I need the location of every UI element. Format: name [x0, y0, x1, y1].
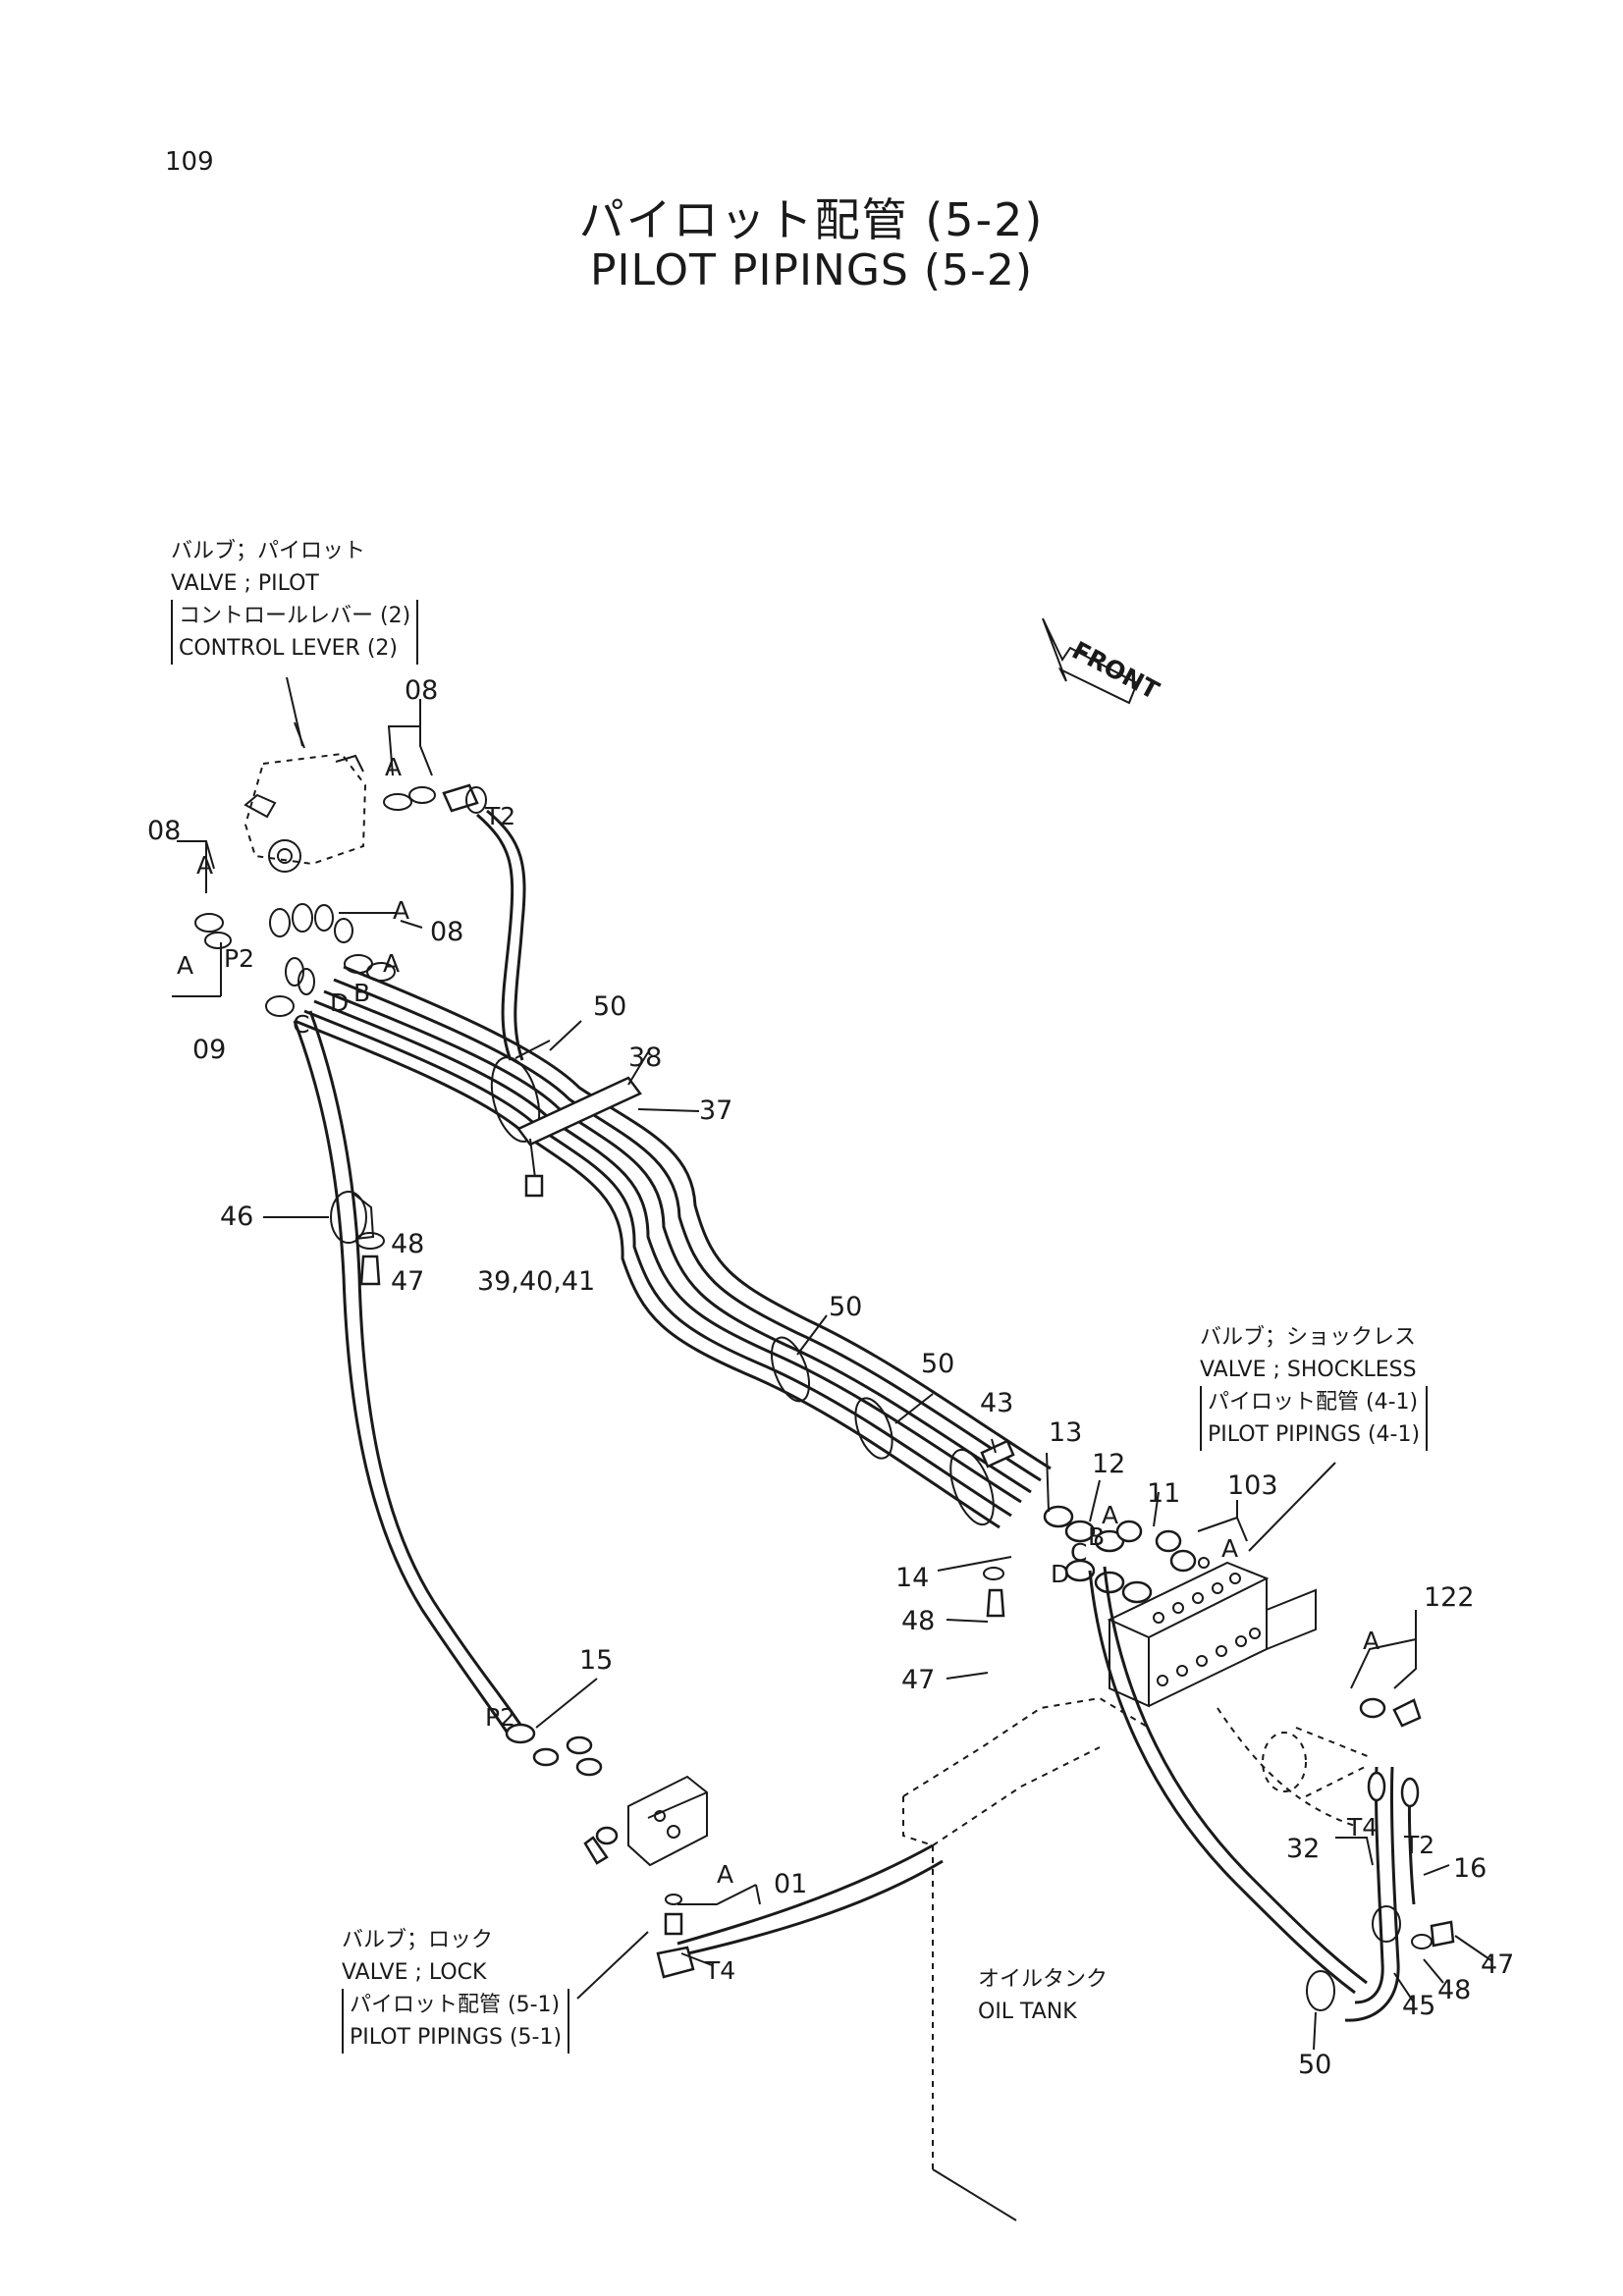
port-a-valve: A [1102, 1501, 1118, 1529]
port-p2-lock: P2 [485, 1703, 515, 1732]
callout-lock-valve-jp: バルブ；ロック [342, 1928, 494, 1952]
part-50-d: 50 [1298, 2050, 1331, 2080]
lock-valve [505, 1723, 944, 1979]
part-47-left: 47 [391, 1266, 424, 1297]
port-a-left: A [196, 851, 213, 880]
port-letter-labels: T2 A A A A P2 A B D C A B C D A P2 A T4 … [177, 753, 1434, 1985]
shockless-fittings [983, 1505, 1210, 1618]
part-50-c: 50 [921, 1349, 954, 1379]
callout-pilot-valve-ref-en: CONTROL LEVER (2) [171, 632, 419, 665]
front-arrow: FRONT [1042, 617, 1163, 705]
callout-oil-tank-jp: オイルタンク [978, 1967, 1109, 1992]
part-48-mid: 48 [901, 1606, 935, 1636]
part-39-40-41: 39,40,41 [477, 1266, 595, 1297]
callout-pilot-valve-en: VALVE ; PILOT [171, 571, 319, 596]
right-hoses [1088, 1566, 1455, 2022]
part-01: 01 [774, 1869, 807, 1899]
port-d-hose: D [330, 988, 349, 1017]
part-12: 12 [1092, 1449, 1125, 1479]
part-122: 122 [1424, 1582, 1475, 1613]
callout-shockless-valve-jp: バルブ；ショックレス [1200, 1325, 1417, 1350]
hose-p2-2 [308, 1010, 524, 1729]
port-a-top: A [385, 753, 402, 781]
port-a-left2: A [177, 951, 193, 980]
callout-shockless-valve-ref-en: PILOT PIPINGS (4-1) [1200, 1418, 1429, 1451]
port-t4-right: T4 [1346, 1813, 1378, 1842]
hose-t2-top-2 [486, 809, 526, 1061]
part-48-right: 48 [1437, 1975, 1471, 2005]
callout-lock-valve-ref-jp: パイロット配管 (5-1) [342, 1989, 570, 2021]
part-13: 13 [1049, 1417, 1082, 1448]
callout-oil-tank-en: OIL TANK [978, 2000, 1077, 2024]
part-46: 46 [220, 1201, 253, 1232]
oil-tank-outline [902, 1696, 1371, 2221]
part-15: 15 [579, 1645, 613, 1676]
page-title-en: PILOT PIPINGS (5-2) [589, 245, 1034, 295]
part-11: 11 [1147, 1478, 1180, 1509]
part-08-right: 08 [430, 917, 463, 947]
port-c-hose: C [293, 1010, 309, 1039]
part-08-top: 08 [405, 675, 438, 706]
part-50-a: 50 [593, 991, 626, 1022]
hose-p2 [293, 1020, 513, 1738]
part-43: 43 [980, 1388, 1013, 1418]
clamp-38-plate [516, 1076, 642, 1198]
leader-lines [172, 699, 1493, 2051]
port-b-hose: B [353, 979, 370, 1007]
part-45: 45 [1402, 1991, 1435, 2021]
callout-lock-valve-en: VALVE ; LOCK [342, 1960, 487, 1985]
callout-oil-tank: オイルタンク OIL TANK [978, 1963, 1108, 2028]
clamp-50-b [770, 1336, 811, 1403]
shockless-valve-block [1107, 1462, 1336, 1708]
callout-pilot-valve: バルブ；パイロット VALVE ; PILOT コントロールレバー (2) CO… [171, 535, 419, 665]
part-47-right: 47 [1481, 1949, 1514, 1980]
hose-bundle [294, 965, 1052, 1529]
callout-lock-valve-ref-en: PILOT PIPINGS (5-1) [342, 2021, 570, 2054]
port-t2-right: T2 [1403, 1831, 1434, 1859]
port-a-hose: A [383, 949, 400, 978]
port-c-valve: C [1070, 1538, 1087, 1567]
pilot-valve-fittings [194, 783, 487, 1017]
part-09: 09 [192, 1035, 226, 1065]
callout-shockless-valve: バルブ；ショックレス VALVE ; SHOCKLESS パイロット配管 (4-… [1200, 1321, 1429, 1451]
port-p2-top: P2 [224, 944, 254, 973]
part-48-left: 48 [391, 1229, 424, 1259]
hose-t2-top [476, 813, 514, 1061]
port-t4-lock: T4 [704, 1956, 735, 1985]
part-37: 37 [699, 1095, 732, 1126]
callout-pilot-valve-ref-jp: コントロールレバー (2) [171, 600, 419, 632]
front-label: FRONT [1067, 636, 1163, 705]
part-50-b: 50 [829, 1292, 862, 1322]
part-32: 32 [1286, 1834, 1320, 1864]
callout-pilot-valve-jp: バルブ；パイロット [171, 539, 366, 563]
port-t2-top: T2 [484, 802, 515, 830]
part-38: 38 [628, 1042, 662, 1073]
part-08-left: 08 [147, 816, 181, 846]
pilot-valve-body [243, 676, 367, 873]
port-b-valve: B [1088, 1522, 1105, 1551]
callout-shockless-valve-en: VALVE ; SHOCKLESS [1200, 1358, 1417, 1382]
part-14: 14 [895, 1563, 929, 1593]
port-a-right: A [393, 896, 409, 925]
clamp-50-c [854, 1397, 893, 1460]
port-a-103: A [1221, 1534, 1238, 1563]
port-a-122: A [1363, 1627, 1380, 1655]
page-title-jp: パイロット配管 (5-2) [578, 193, 1045, 246]
port-a-lock: A [717, 1860, 733, 1889]
part-103: 103 [1227, 1470, 1278, 1501]
callout-lock-valve: バルブ；ロック VALVE ; LOCK パイロット配管 (5-1) PILOT… [342, 1924, 570, 2054]
part-16: 16 [1453, 1853, 1487, 1884]
page-number: 109 [165, 147, 214, 177]
part-47-mid: 47 [901, 1665, 935, 1695]
clamp-43 [949, 1439, 1015, 1526]
callout-shockless-valve-ref-jp: パイロット配管 (4-1) [1200, 1386, 1429, 1418]
part-number-labels: 08 08 08 09 50 38 37 39,40,41 46 48 47 5… [147, 675, 1514, 2080]
clamp-46 [330, 1191, 385, 1286]
port-d-valve: D [1051, 1560, 1069, 1588]
